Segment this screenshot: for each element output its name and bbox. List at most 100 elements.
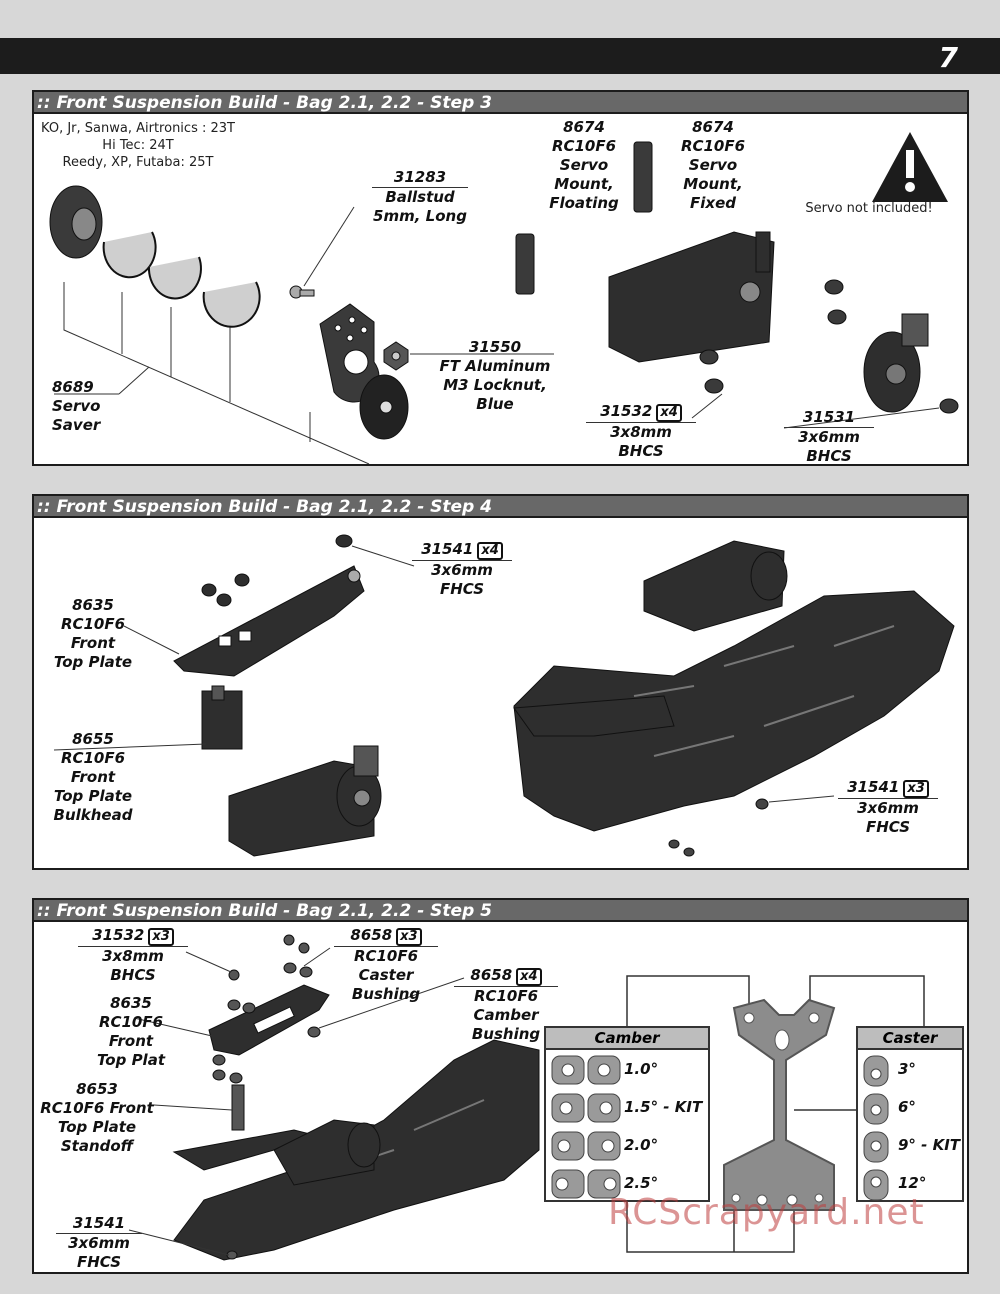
servo-spline-note: KO, Jr, Sanwa, Airtronics : 23T Hi Tec: … bbox=[38, 120, 238, 171]
part-name: RC10F6 bbox=[60, 749, 126, 767]
part-name: 3x6mm bbox=[857, 799, 919, 817]
step4-panel: :: Front Suspension Build - Bag 2.1, 2.2… bbox=[32, 494, 969, 870]
step5-illustration bbox=[128, 934, 925, 1261]
quantity-badge: x4 bbox=[516, 968, 542, 986]
part-name: FHCS bbox=[76, 1253, 122, 1271]
caster-row: 6° bbox=[898, 1098, 916, 1116]
part-31531-label: 31531 3x6mm BHCS bbox=[784, 408, 874, 466]
part-8674-floating-label: 8674 RC10F6 Servo Mount, Floating bbox=[539, 118, 629, 213]
part-number: 31550 bbox=[468, 338, 522, 356]
part-name: Mount, bbox=[554, 175, 614, 193]
part-8653-label: 8653 RC10F6 Front Top Plate Standoff bbox=[38, 1080, 156, 1156]
step4-illustration bbox=[53, 534, 955, 857]
part-name: Top Plat bbox=[97, 1051, 165, 1069]
step5-header: :: Front Suspension Build - Bag 2.1, 2.2… bbox=[34, 900, 967, 922]
part-number: 8674 bbox=[692, 118, 734, 136]
part-number: 31541 bbox=[56, 1214, 142, 1234]
step4-header: :: Front Suspension Build - Bag 2.1, 2.2… bbox=[34, 496, 967, 518]
part-name: Top Plate bbox=[53, 653, 133, 671]
part-name: 3x8mm bbox=[610, 423, 672, 441]
part-name: 3x6mm bbox=[431, 561, 493, 579]
spline-note-line-2: Hi Tec: 24T bbox=[102, 138, 174, 153]
part-name: 3x6mm bbox=[68, 1234, 130, 1252]
camber-bushing-icons bbox=[551, 1055, 621, 1199]
part-name: Bushing bbox=[351, 985, 421, 1003]
part-name: Floating bbox=[549, 194, 619, 212]
part-name: Caster bbox=[358, 966, 414, 984]
part-name: Top Plate bbox=[57, 1118, 137, 1136]
part-number: 8655 bbox=[72, 730, 114, 748]
part-31541-step5-label: 31541 3x6mm FHCS bbox=[56, 1214, 142, 1272]
part-name: BHCS bbox=[806, 447, 852, 465]
part-name: FHCS bbox=[865, 818, 911, 836]
part-name: FT Aluminum bbox=[439, 357, 551, 375]
part-8655-label: 8655 RC10F6 Front Top Plate Bulkhead bbox=[48, 730, 138, 825]
spline-note-line-1: KO, Jr, Sanwa, Airtronics : 23T bbox=[41, 121, 235, 136]
part-name: Top Plate bbox=[53, 787, 133, 805]
part-number: 31532 bbox=[92, 926, 145, 944]
part-name: Fixed bbox=[690, 194, 736, 212]
part-name: 3x8mm bbox=[102, 947, 164, 965]
part-name: Front bbox=[108, 1032, 154, 1050]
camber-table-title: Camber bbox=[546, 1028, 708, 1050]
part-name: 3x6mm bbox=[798, 428, 860, 446]
part-name: Camber bbox=[473, 1006, 539, 1024]
camber-row: 1.5° - KIT bbox=[624, 1098, 703, 1116]
step3-panel: :: Front Suspension Build - Bag 2.1, 2.2… bbox=[32, 90, 969, 466]
part-8689-label: 8689 Servo Saver bbox=[52, 378, 100, 435]
part-name: Blue bbox=[476, 395, 514, 413]
part-number: 8674 bbox=[563, 118, 605, 136]
quantity-badge: x4 bbox=[477, 542, 503, 560]
part-8674-fixed-label: 8674 RC10F6 Servo Mount, Fixed bbox=[668, 118, 758, 213]
part-name: RC10F6 bbox=[473, 987, 539, 1005]
part-number: 8635 bbox=[110, 994, 152, 1012]
part-name: Standoff bbox=[60, 1137, 134, 1155]
camber-table: Camber 1.0° 1.5° - KIT 2.0° 2.5° bbox=[544, 1026, 710, 1202]
camber-row: 1.0° bbox=[624, 1060, 659, 1078]
step4-title: :: Front Suspension Build - Bag 2.1, 2.2… bbox=[37, 497, 492, 517]
part-name: Front bbox=[70, 768, 116, 786]
part-name: Bushing bbox=[471, 1025, 541, 1043]
caster-table-title: Caster bbox=[858, 1028, 962, 1050]
part-name: BHCS bbox=[110, 966, 156, 984]
part-31550-label: 31550 FT Aluminum M3 Locknut, Blue bbox=[439, 338, 551, 414]
part-name: M3 Locknut, bbox=[443, 376, 547, 394]
part-number: 31283 bbox=[372, 168, 468, 188]
step5-panel: :: Front Suspension Build - Bag 2.1, 2.2… bbox=[32, 898, 969, 1274]
part-name: Ballstud bbox=[385, 188, 455, 206]
quantity-badge: x3 bbox=[396, 928, 422, 946]
part-name: RC10F6 bbox=[680, 137, 746, 155]
part-name: BHCS bbox=[618, 442, 664, 460]
part-name: FHCS bbox=[439, 580, 485, 598]
part-number: 31541 bbox=[847, 778, 900, 796]
step3-illustration bbox=[49, 132, 959, 464]
step3-title: :: Front Suspension Build - Bag 2.1, 2.2… bbox=[37, 93, 492, 113]
camber-row: 2.5° bbox=[624, 1174, 659, 1192]
part-name: RC10F6 Front bbox=[40, 1099, 154, 1117]
caster-row: 3° bbox=[898, 1060, 916, 1078]
part-number: 31541 bbox=[421, 540, 474, 558]
part-number: 8658 bbox=[470, 966, 513, 984]
quantity-badge: x3 bbox=[148, 928, 174, 946]
part-number: 31532 bbox=[600, 402, 653, 420]
step3-header: :: Front Suspension Build - Bag 2.1, 2.2… bbox=[34, 92, 967, 114]
part-name: RC10F6 bbox=[98, 1013, 164, 1031]
part-8635-step5-label: 8635 RC10F6 Front Top Plat bbox=[86, 994, 176, 1070]
part-name: Servo bbox=[52, 397, 101, 415]
part-name: Front bbox=[70, 634, 116, 652]
part-number: 31531 bbox=[784, 408, 874, 428]
part-number: 8689 bbox=[52, 378, 94, 396]
caster-bushing-icons bbox=[863, 1055, 889, 1201]
part-name: RC10F6 bbox=[551, 137, 617, 155]
